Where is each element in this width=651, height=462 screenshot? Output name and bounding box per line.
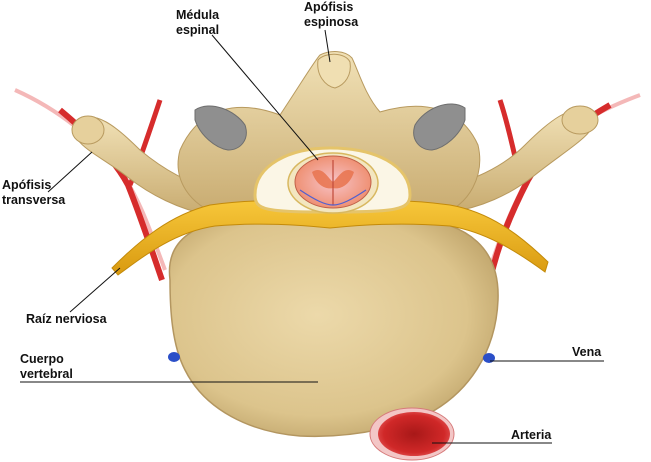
leader-raiz [69, 267, 121, 313]
vertebral-body-shape [168, 214, 499, 438]
aorta [369, 407, 455, 461]
left-facet [194, 105, 247, 151]
left-vein-dot [168, 352, 180, 362]
label-medula-espinal: Médula espinal [176, 8, 220, 37]
leader-medula [211, 34, 319, 161]
right-facet [413, 103, 466, 151]
label-cuerpo-vertebral: Cuerpo vertebral [20, 352, 73, 381]
label-arteria: Arteria [511, 428, 552, 442]
label-apofisis-espinosa: Apófisis espinosa [304, 0, 359, 29]
label-apofisis-transversa: Apófisis transversa [2, 178, 66, 207]
leader-lines [20, 29, 604, 444]
leader-apofisis-transversa [47, 151, 93, 193]
label-vena: Vena [572, 345, 602, 359]
label-raiz-nerviosa: Raíz nerviosa [26, 312, 107, 326]
leader-apofisis-espinosa [324, 29, 331, 63]
